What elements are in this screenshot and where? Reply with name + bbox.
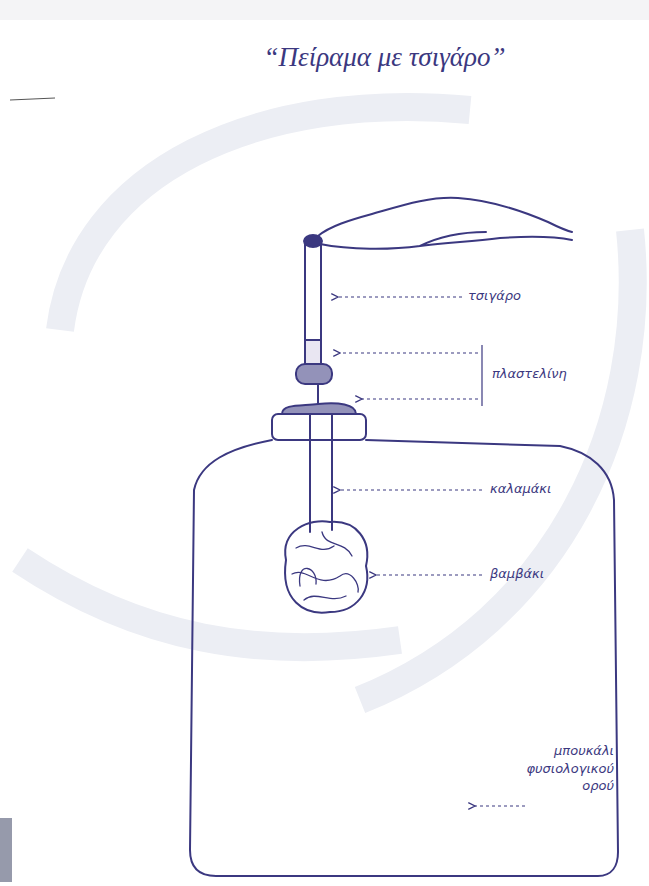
part-label: βαμβάκι (490, 566, 544, 581)
cigarette (305, 240, 321, 364)
bracket (481, 345, 482, 406)
leader-line (475, 805, 525, 806)
part-label: πλαστελίνη (492, 366, 567, 381)
background-swirl (20, 107, 633, 700)
leader-line (340, 352, 478, 353)
leader-line (338, 296, 462, 297)
hand (318, 198, 572, 249)
part-label: μπουκάλι φυσιολογικού ορού (524, 742, 614, 795)
plasticine-ring (296, 364, 332, 384)
lit-end (304, 235, 322, 247)
edge-texture (0, 818, 12, 882)
part-label: καλαμάκι (490, 481, 551, 496)
straw-joint (317, 384, 319, 404)
cigarette-filter (305, 340, 321, 364)
cotton-texture (292, 532, 358, 600)
cotton (285, 521, 367, 612)
straw (310, 414, 332, 532)
leader-line (362, 398, 478, 399)
leader-line (340, 489, 482, 490)
part-label: τσιγάρο (468, 288, 521, 303)
saline-bottle (190, 440, 618, 876)
plasticine-seal (282, 403, 356, 414)
title: “Πείραμα με τσιγάρο” (0, 42, 644, 73)
leader-line (376, 574, 482, 575)
page-top-band (0, 0, 649, 20)
corner-mark (10, 98, 55, 100)
bottle-neck (272, 414, 366, 440)
